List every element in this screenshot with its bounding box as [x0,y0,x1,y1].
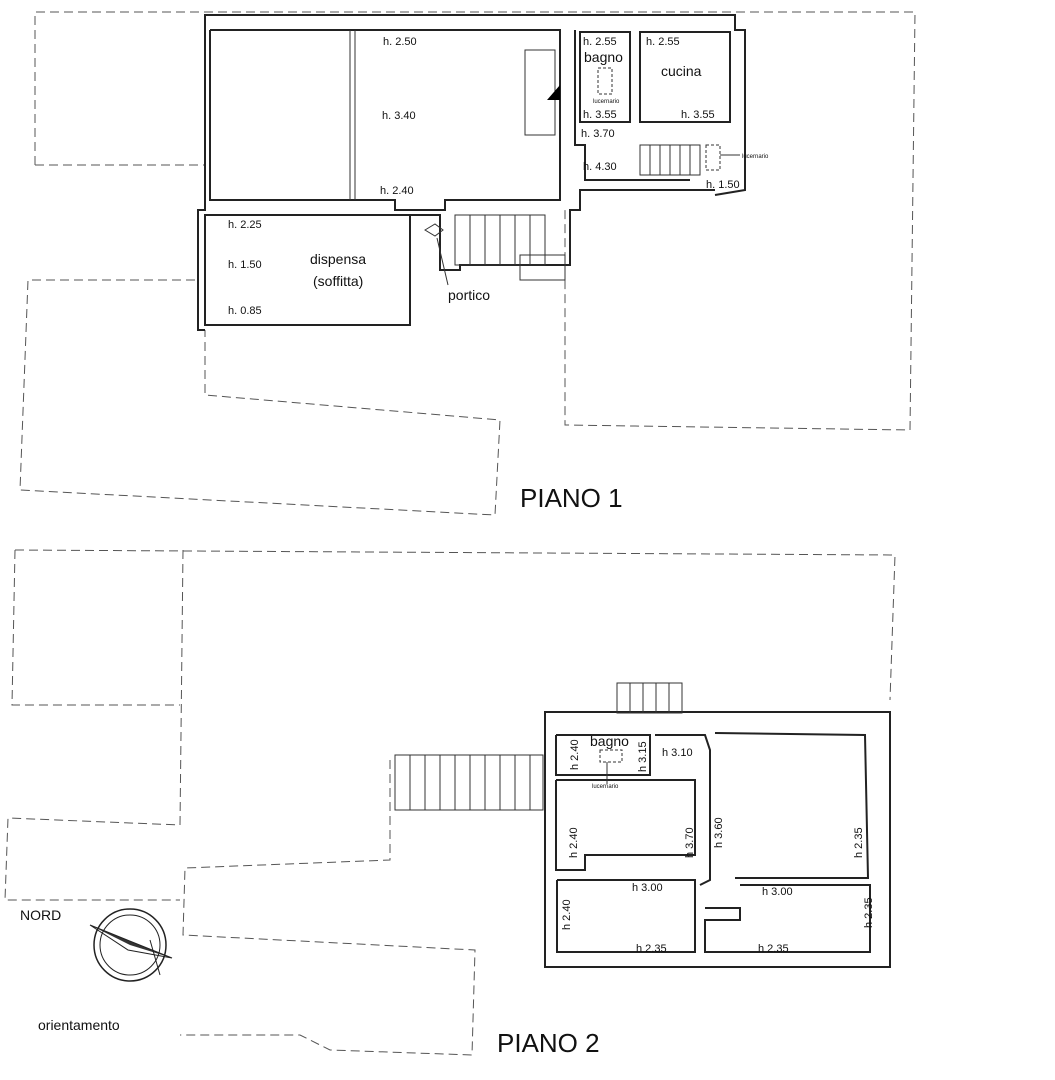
height-label: h. 1.50 [228,259,262,271]
piano2-building [394,682,891,968]
piano1-title: PIANO 1 [520,483,623,513]
room-label-bagno: bagno [584,49,623,65]
height-label: h. 3.55 [583,109,617,121]
height-label: h. 0.85 [228,305,262,317]
room-label-portico: portico [448,287,490,303]
height-label: h. 3.70 [581,128,615,140]
height-label: h. 2.25 [228,219,262,231]
height-label: h. 2.55 [583,36,617,48]
north-label: NORD [20,907,61,923]
height-label: h 2.40 [569,739,581,770]
height-label: h 3.00 [762,886,793,898]
skylight-label: lucernario [592,784,619,790]
height-label: h. 2.40 [380,185,414,197]
piano1-labels: h. 2.50 h. 3.40 h. 2.40 h. 2.25 h. 1.50 … [228,36,769,513]
height-label: h 3.10 [662,747,693,759]
height-label: h 2.35 [758,943,789,955]
height-label: h 3.00 [632,882,663,894]
skylight-label: lucernario [742,154,769,160]
piano2-title: PIANO 2 [497,1028,600,1058]
height-label: h 2.35 [853,827,865,858]
piano2-property-boundaries [4,549,896,1056]
height-label: h. 3.55 [681,109,715,121]
height-label: h 2.40 [561,899,573,930]
height-label: h 3.15 [637,741,649,772]
height-label: h 3.60 [713,817,725,848]
height-label: h. 2.50 [383,36,417,48]
height-label: h 3.70 [684,827,696,858]
room-label-bagno: bagno [590,733,629,749]
room-label-dispensa: dispensa [310,251,366,267]
height-label: h 2.35 [863,897,875,928]
height-label: h. 3.40 [382,110,416,122]
height-label: h 2.40 [568,827,580,858]
piano2-stairs [394,682,683,811]
compass-caption: orientamento [38,1017,120,1033]
height-label: h. 1.50 [706,179,740,191]
room-label-soffitta: (soffitta) [313,273,363,289]
piano2-labels: h 2.40 bagno h 3.15 h 3.10 h 2.40 h 3.70… [497,733,875,1058]
height-label: h. 4.30 [583,161,617,173]
piano1-property-boundaries [19,11,916,516]
height-label: h 2.35 [636,943,667,955]
piano1-stairs [454,144,701,281]
height-label: h. 2.55 [646,36,680,48]
compass-rose: NORD orientamento [20,907,173,1033]
room-label-cucina: cucina [661,63,702,79]
skylight-label: lucernario [593,99,620,105]
piano1-building [197,14,746,331]
